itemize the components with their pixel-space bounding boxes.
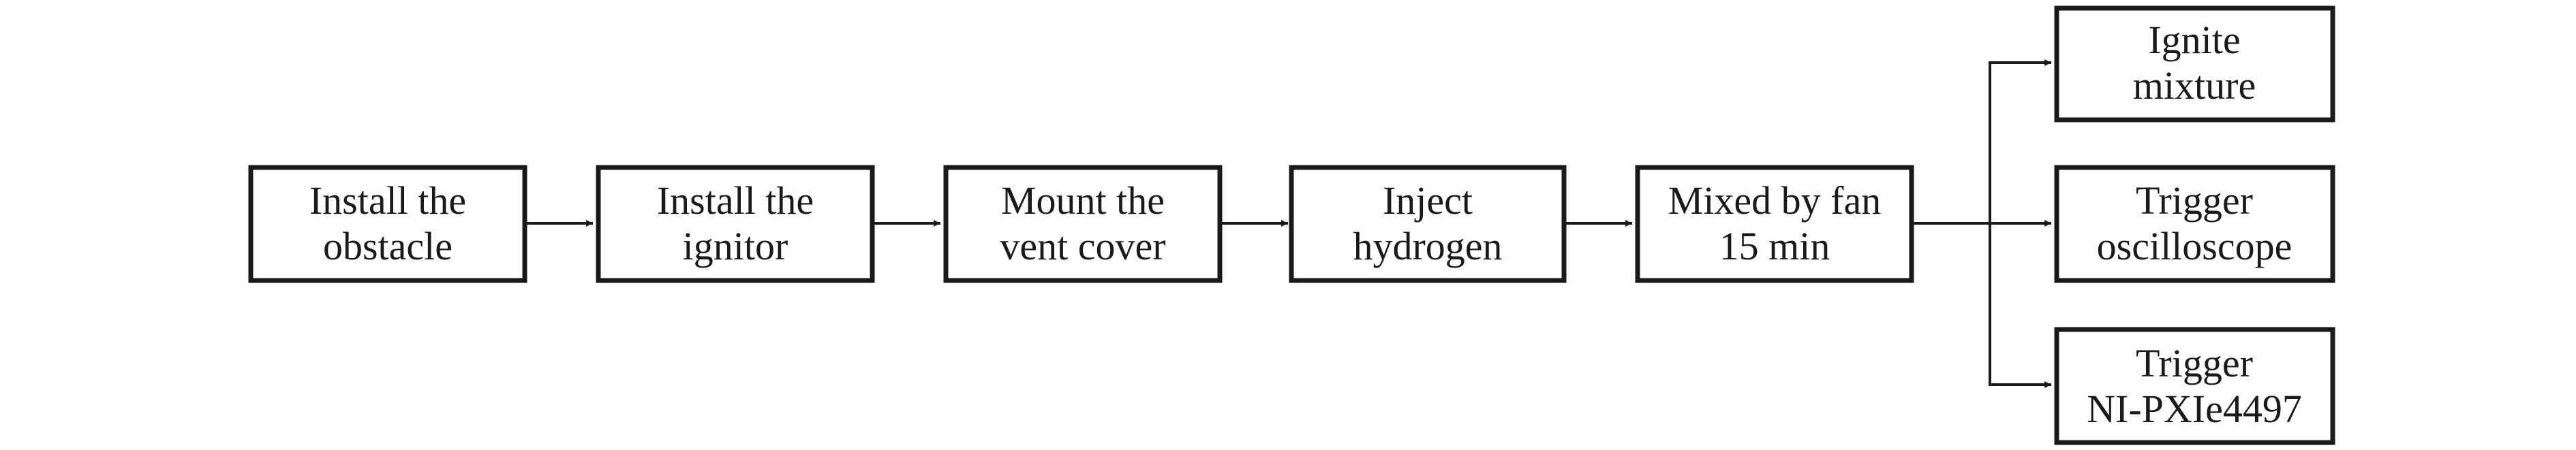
box-ignite-mixture — [2054, 5, 2335, 123]
label-mount-vent-line1: Mount the — [1001, 178, 1165, 223]
box-mount-vent-cover — [943, 165, 1223, 283]
connectors — [525, 59, 2051, 388]
label-ignite-mixture-line2: mixture — [2133, 63, 2256, 108]
process-boxes — [248, 5, 2335, 445]
label-mixed-fan-line2: 15 min — [1719, 224, 1830, 268]
label-install-ignitor-line2: ignitor — [683, 224, 788, 268]
box-trigger-pxie — [2054, 327, 2335, 445]
box-mixed-by-fan — [1635, 165, 1914, 283]
label-ignite-mixture-line1: Ignite — [2148, 18, 2240, 62]
label-install-obstacle-line1: Install the — [309, 178, 466, 223]
label-mount-vent-line2: vent cover — [1000, 224, 1165, 268]
label-install-obstacle-line2: obstacle — [323, 224, 453, 268]
box-install-obstacle — [248, 165, 527, 283]
label-inject-hydrogen-line1: Inject — [1383, 178, 1473, 223]
label-mixed-fan-line1: Mixed by fan — [1668, 178, 1882, 223]
box-inject-hydrogen — [1289, 165, 1567, 283]
label-trigger-oscilloscope-line1: Trigger — [2136, 178, 2253, 223]
box-install-ignitor — [596, 165, 875, 283]
label-trigger-pxie-line2: NI-PXIe4497 — [2087, 387, 2302, 431]
label-trigger-oscilloscope-line2: oscilloscope — [2097, 224, 2293, 268]
label-trigger-pxie-line1: Trigger — [2136, 341, 2253, 385]
box-labels: Install the obstacle Install the ignitor… — [309, 18, 2302, 431]
label-install-ignitor-line1: Install the — [657, 178, 814, 223]
box-trigger-oscilloscope — [2054, 165, 2335, 283]
label-inject-hydrogen-line2: hydrogen — [1353, 224, 1502, 268]
